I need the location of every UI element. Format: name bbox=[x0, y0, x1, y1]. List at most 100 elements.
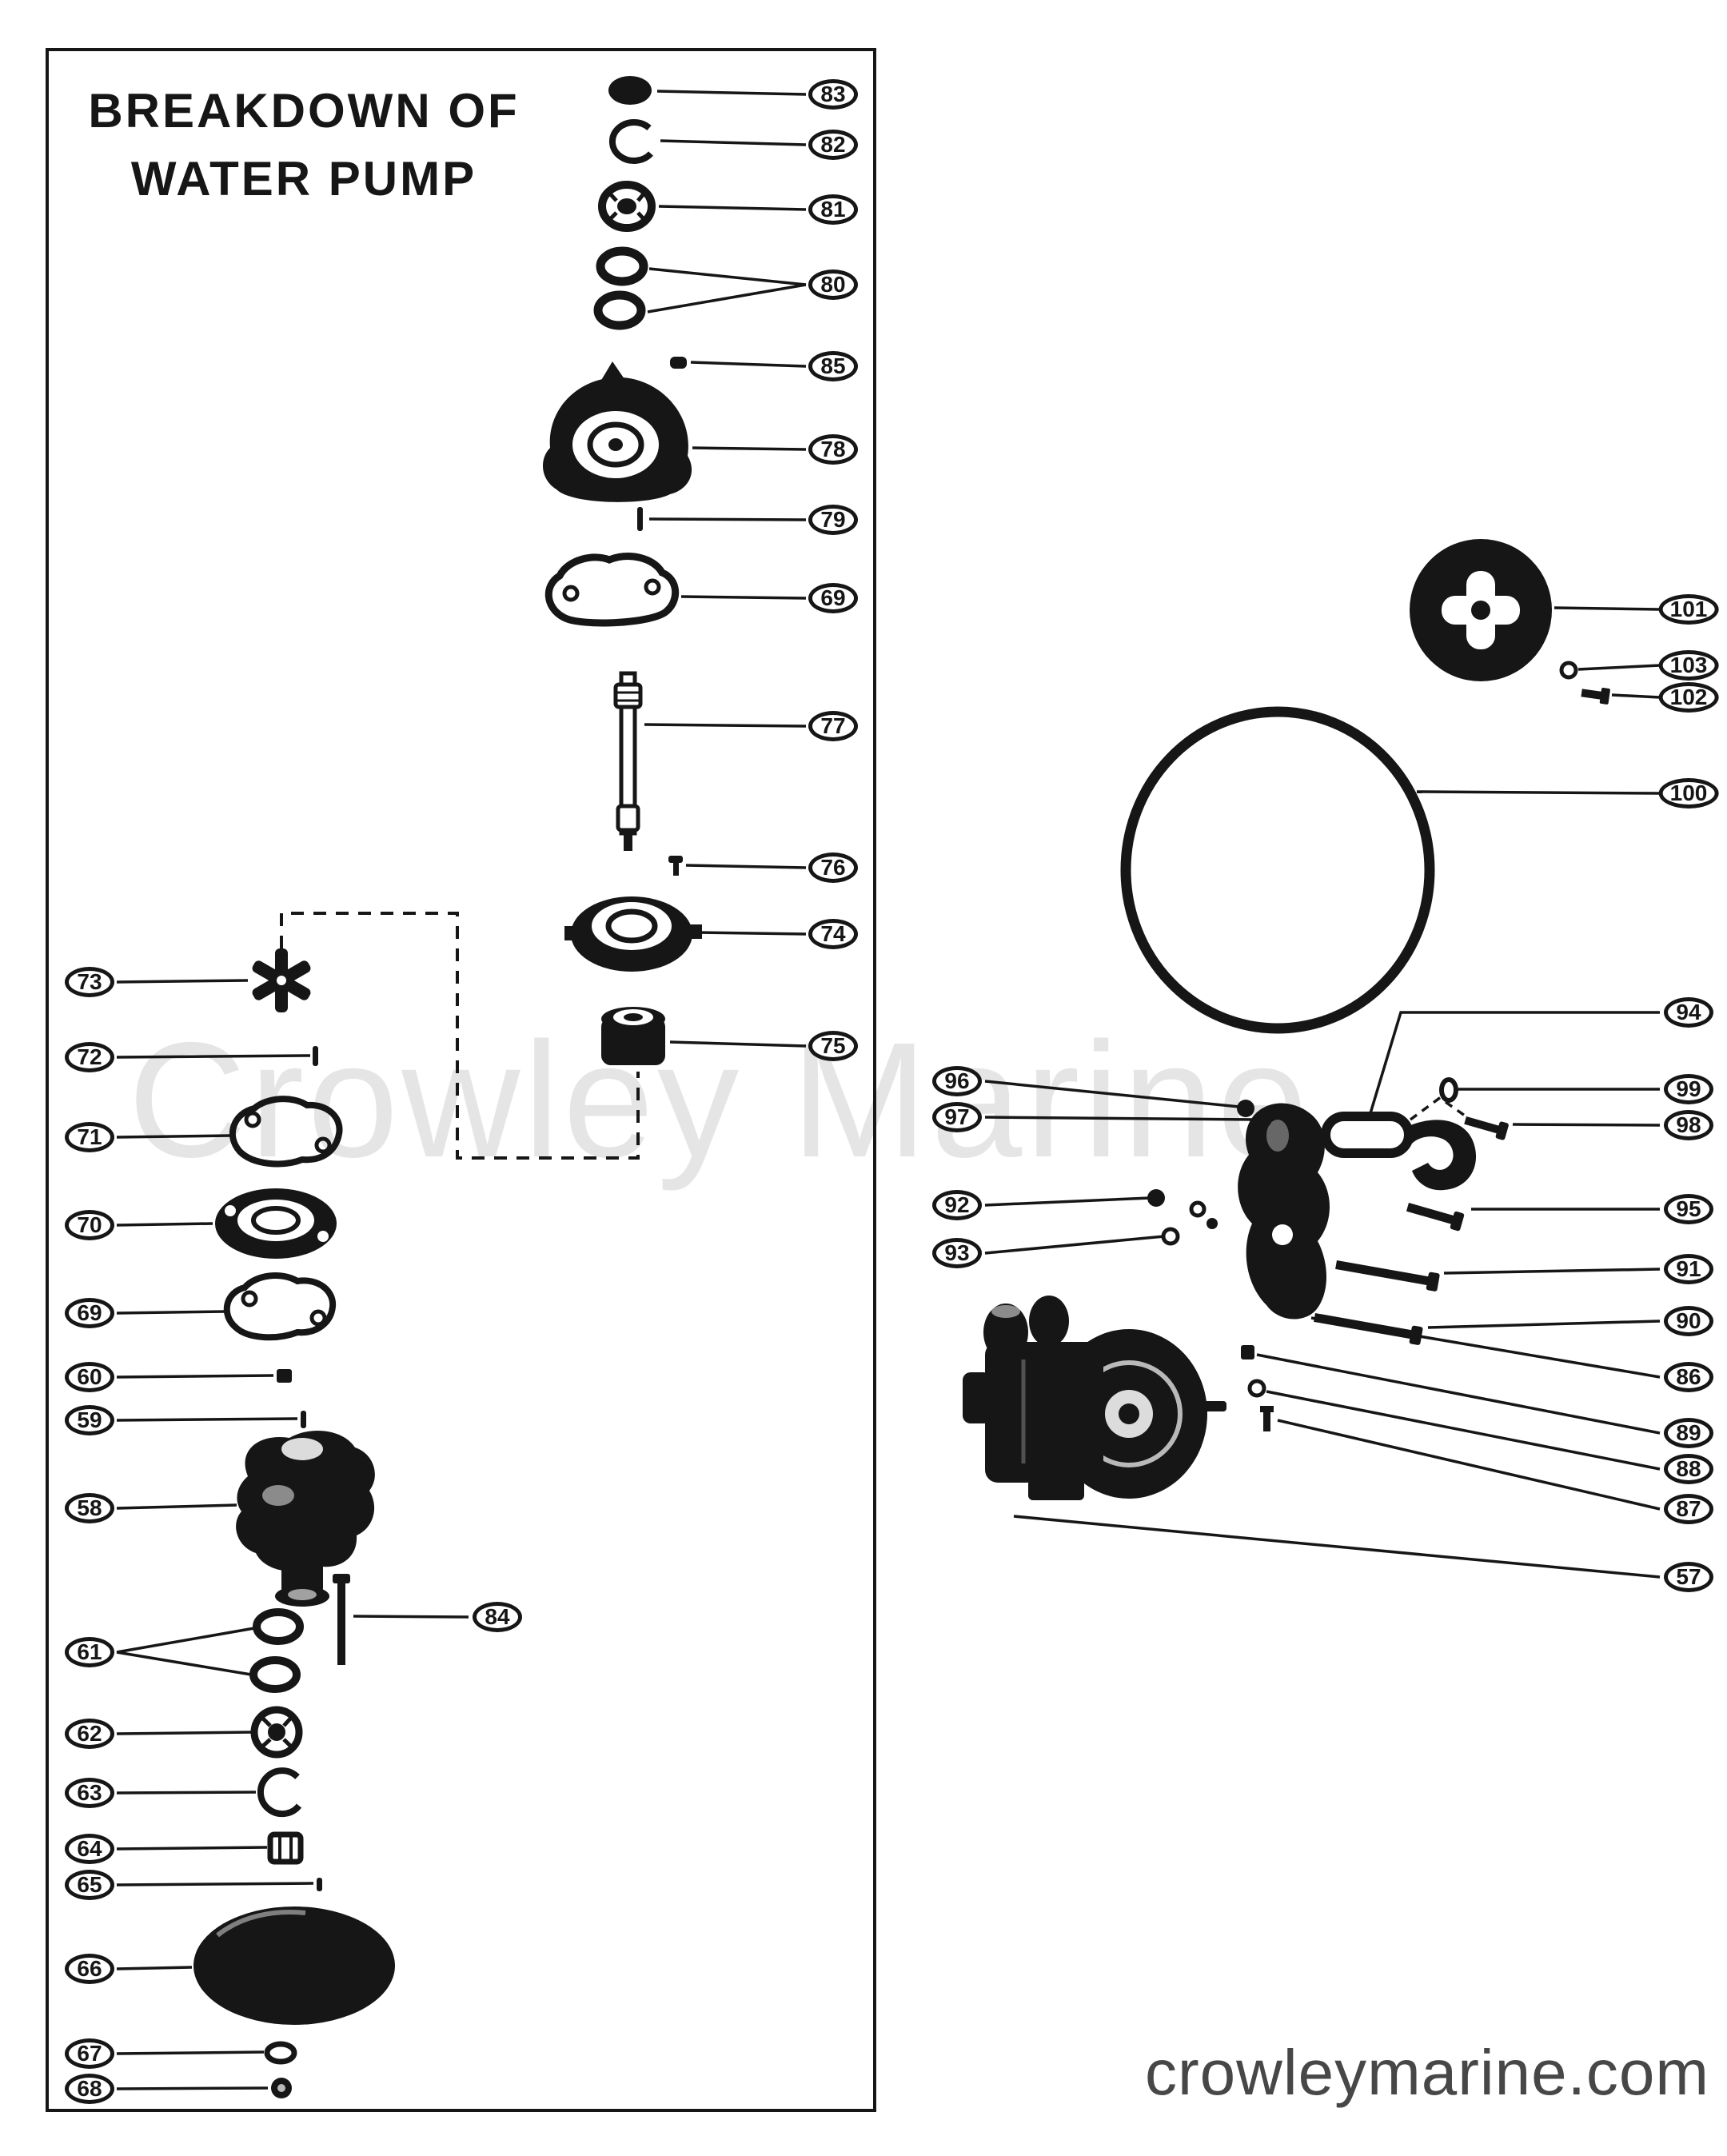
part-bolt-95 bbox=[1406, 1203, 1465, 1232]
callout-75: 75 bbox=[808, 1031, 858, 1061]
link-dashed-lines bbox=[1409, 1096, 1474, 1123]
part-bearing-62 bbox=[250, 1706, 303, 1759]
part-ring-67 bbox=[264, 2041, 297, 2065]
part-seal-61a bbox=[253, 1608, 304, 1645]
callout-80: 80 bbox=[808, 270, 858, 300]
callout-92: 92 bbox=[932, 1190, 982, 1220]
part-bolt-98 bbox=[1464, 1116, 1509, 1140]
callout-81: 81 bbox=[808, 194, 858, 225]
part-bolt-91 bbox=[1335, 1260, 1440, 1292]
part-washer-103 bbox=[1559, 661, 1578, 680]
part-washer-88 bbox=[1247, 1379, 1266, 1398]
part-oring-100 bbox=[1120, 706, 1435, 1034]
part-link-94 bbox=[1321, 1112, 1414, 1158]
callout-59: 59 bbox=[65, 1405, 114, 1435]
part-pin-79 bbox=[637, 507, 643, 531]
callout-101: 101 bbox=[1658, 594, 1719, 625]
callout-103: 103 bbox=[1658, 650, 1719, 681]
callout-88: 88 bbox=[1664, 1454, 1713, 1484]
part-seal-80b bbox=[593, 290, 646, 330]
part-cap-83 bbox=[608, 76, 652, 105]
callout-97: 97 bbox=[932, 1102, 982, 1132]
part-seal-80a bbox=[596, 246, 648, 286]
callout-96: 96 bbox=[932, 1066, 982, 1096]
callout-90: 90 bbox=[1664, 1306, 1713, 1336]
diagram-frame bbox=[46, 48, 876, 2112]
callout-60: 60 bbox=[65, 1362, 114, 1392]
part-screw-87 bbox=[1260, 1406, 1274, 1431]
part-screw-102 bbox=[1581, 688, 1610, 705]
part-pin-72 bbox=[313, 1046, 318, 1066]
callout-78: 78 bbox=[808, 434, 858, 465]
part-plate-70 bbox=[215, 1188, 337, 1259]
part-pin-59 bbox=[301, 1411, 306, 1428]
callout-84: 84 bbox=[473, 1602, 522, 1632]
part-gasket-69-upper bbox=[544, 553, 680, 627]
callout-57: 57 bbox=[1664, 1562, 1713, 1592]
callout-67: 67 bbox=[65, 2038, 114, 2069]
callout-86: 86 bbox=[1664, 1362, 1713, 1392]
callout-74: 74 bbox=[808, 919, 858, 949]
diagram-title-line1: BREAKDOWN OF bbox=[88, 84, 520, 138]
part-key-60 bbox=[277, 1369, 292, 1383]
part-spacer-89 bbox=[1241, 1345, 1254, 1359]
callout-69: 69 bbox=[65, 1298, 114, 1328]
part-screw-76 bbox=[668, 856, 683, 876]
part-bushing-64 bbox=[267, 1831, 304, 1865]
callout-91: 91 bbox=[1664, 1254, 1713, 1284]
callout-102: 102 bbox=[1658, 682, 1719, 713]
part-adapter-74 bbox=[564, 896, 702, 972]
part-bolt-84 bbox=[333, 1574, 350, 1665]
callout-83: 83 bbox=[808, 79, 858, 110]
callout-62: 62 bbox=[65, 1719, 114, 1749]
part-pump-cover-78 bbox=[542, 361, 692, 502]
part-cup-75 bbox=[601, 1007, 665, 1065]
site-watermark: crowleymarine.com bbox=[1144, 2037, 1709, 2108]
callout-70: 70 bbox=[65, 1210, 114, 1240]
callout-85: 85 bbox=[808, 351, 858, 381]
callout-72: 72 bbox=[65, 1042, 114, 1072]
part-impeller-73 bbox=[252, 948, 311, 1012]
callout-98: 98 bbox=[1664, 1110, 1713, 1140]
part-nut-92 bbox=[1147, 1189, 1207, 1218]
part-plug-85 bbox=[670, 357, 687, 369]
diagram-title: BREAKDOWN OF WATER PUMP bbox=[74, 77, 534, 213]
part-nut-96 bbox=[1237, 1100, 1254, 1117]
callout-66: 66 bbox=[65, 1954, 114, 1984]
callout-89: 89 bbox=[1664, 1418, 1713, 1448]
callout-71: 71 bbox=[65, 1122, 114, 1152]
callout-99: 99 bbox=[1664, 1074, 1713, 1104]
part-seal-61b bbox=[249, 1656, 301, 1693]
part-rotor-101 bbox=[1410, 539, 1552, 681]
callout-94: 94 bbox=[1664, 997, 1713, 1028]
callout-69: 69 bbox=[808, 583, 858, 613]
callout-100: 100 bbox=[1658, 778, 1719, 808]
callout-68: 68 bbox=[65, 2074, 114, 2104]
callout-65: 65 bbox=[65, 1870, 114, 1900]
callout-61: 61 bbox=[65, 1637, 114, 1667]
callout-63: 63 bbox=[65, 1778, 114, 1808]
assembly-dashed-path bbox=[280, 912, 640, 1160]
watermark: Crowley Marine bbox=[128, 1008, 1311, 1192]
part-mounting-bracket-86 bbox=[1238, 1103, 1330, 1320]
part-gasket-71 bbox=[229, 1096, 343, 1168]
part-bracket-hook bbox=[1409, 1120, 1477, 1191]
part-retaining-ring-63 bbox=[257, 1767, 302, 1818]
callout-76: 76 bbox=[808, 852, 858, 883]
part-nut-68 bbox=[271, 2078, 292, 2098]
part-washer-99 bbox=[1439, 1077, 1458, 1103]
callout-77: 77 bbox=[808, 711, 858, 741]
callout-58: 58 bbox=[65, 1493, 114, 1523]
callout-79: 79 bbox=[808, 505, 858, 535]
part-gasket-69-lower bbox=[223, 1272, 337, 1341]
callout-87: 87 bbox=[1664, 1494, 1713, 1524]
callout-93: 93 bbox=[932, 1238, 982, 1268]
callout-95: 95 bbox=[1664, 1194, 1713, 1224]
callout-82: 82 bbox=[808, 130, 858, 160]
part-pump-assembly-57 bbox=[963, 1296, 1226, 1500]
callout-64: 64 bbox=[65, 1834, 114, 1864]
callout-73: 73 bbox=[65, 967, 114, 997]
part-pump-base-58 bbox=[236, 1430, 375, 1607]
